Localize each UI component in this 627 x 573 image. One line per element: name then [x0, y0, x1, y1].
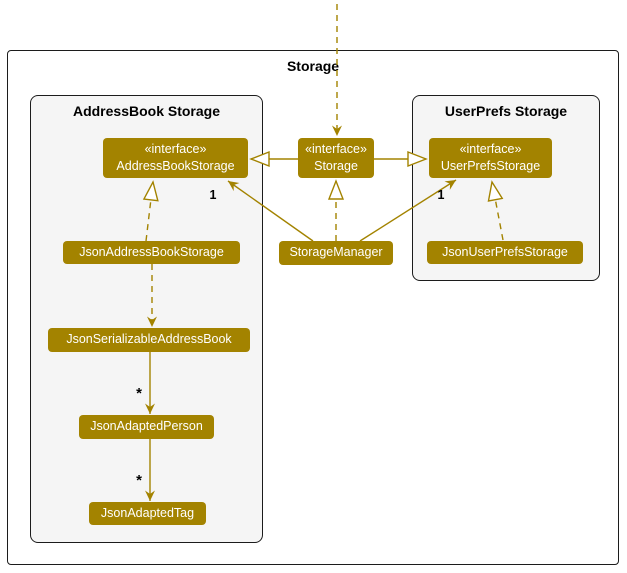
interface-box-userprefsstorage: «interface» UserPrefsStorage [429, 138, 552, 178]
class-box-jsonaddressbookstorage: JsonAddressBookStorage [63, 241, 240, 264]
interface-name-addressbookstorage: AddressBookStorage [116, 159, 235, 173]
class-box-jsonadaptedperson: JsonAdaptedPerson [79, 415, 214, 439]
class-box-storagemanager: StorageManager [279, 241, 393, 265]
class-name-jsonuserprefsstorage: JsonUserPrefsStorage [442, 244, 568, 259]
class-name-jsonadaptedperson: JsonAdaptedPerson [90, 419, 203, 434]
class-box-jsonserializableaddressbook: JsonSerializableAddressBook [48, 328, 250, 352]
interface-box-storage: «interface» Storage [298, 138, 374, 178]
package-addressbook-storage-title: AddressBook Storage [72, 103, 221, 119]
class-name-jsonserializableaddressbook: JsonSerializableAddressBook [66, 332, 232, 347]
multiplicity-label-adaptedperson: * [136, 385, 142, 402]
package-storage-title: Storage [286, 58, 340, 74]
package-userprefs-storage-title: UserPrefs Storage [444, 103, 568, 119]
multiplicity-label-userprefsstorage: 1 [437, 188, 445, 202]
multiplicity-label-addressbookstorage: 1 [209, 188, 217, 202]
stereotype-label: «interface» [305, 141, 367, 156]
class-name-storagemanager: StorageManager [289, 245, 383, 260]
class-box-jsonuserprefsstorage: JsonUserPrefsStorage [427, 241, 583, 264]
class-box-jsonadaptedtag: JsonAdaptedTag [89, 502, 206, 525]
interface-name-userprefsstorage: UserPrefsStorage [440, 159, 541, 173]
stereotype-label: «interface» [144, 141, 207, 156]
class-name-jsonadaptedtag: JsonAdaptedTag [100, 505, 195, 520]
interface-box-addressbookstorage: «interface» AddressBookStorage [103, 138, 248, 178]
class-name-jsonaddressbookstorage: JsonAddressBookStorage [79, 244, 224, 259]
interface-name-storage: Storage [314, 159, 358, 173]
multiplicity-label-adaptedtag: * [136, 472, 142, 489]
stereotype-label: «interface» [459, 141, 522, 156]
